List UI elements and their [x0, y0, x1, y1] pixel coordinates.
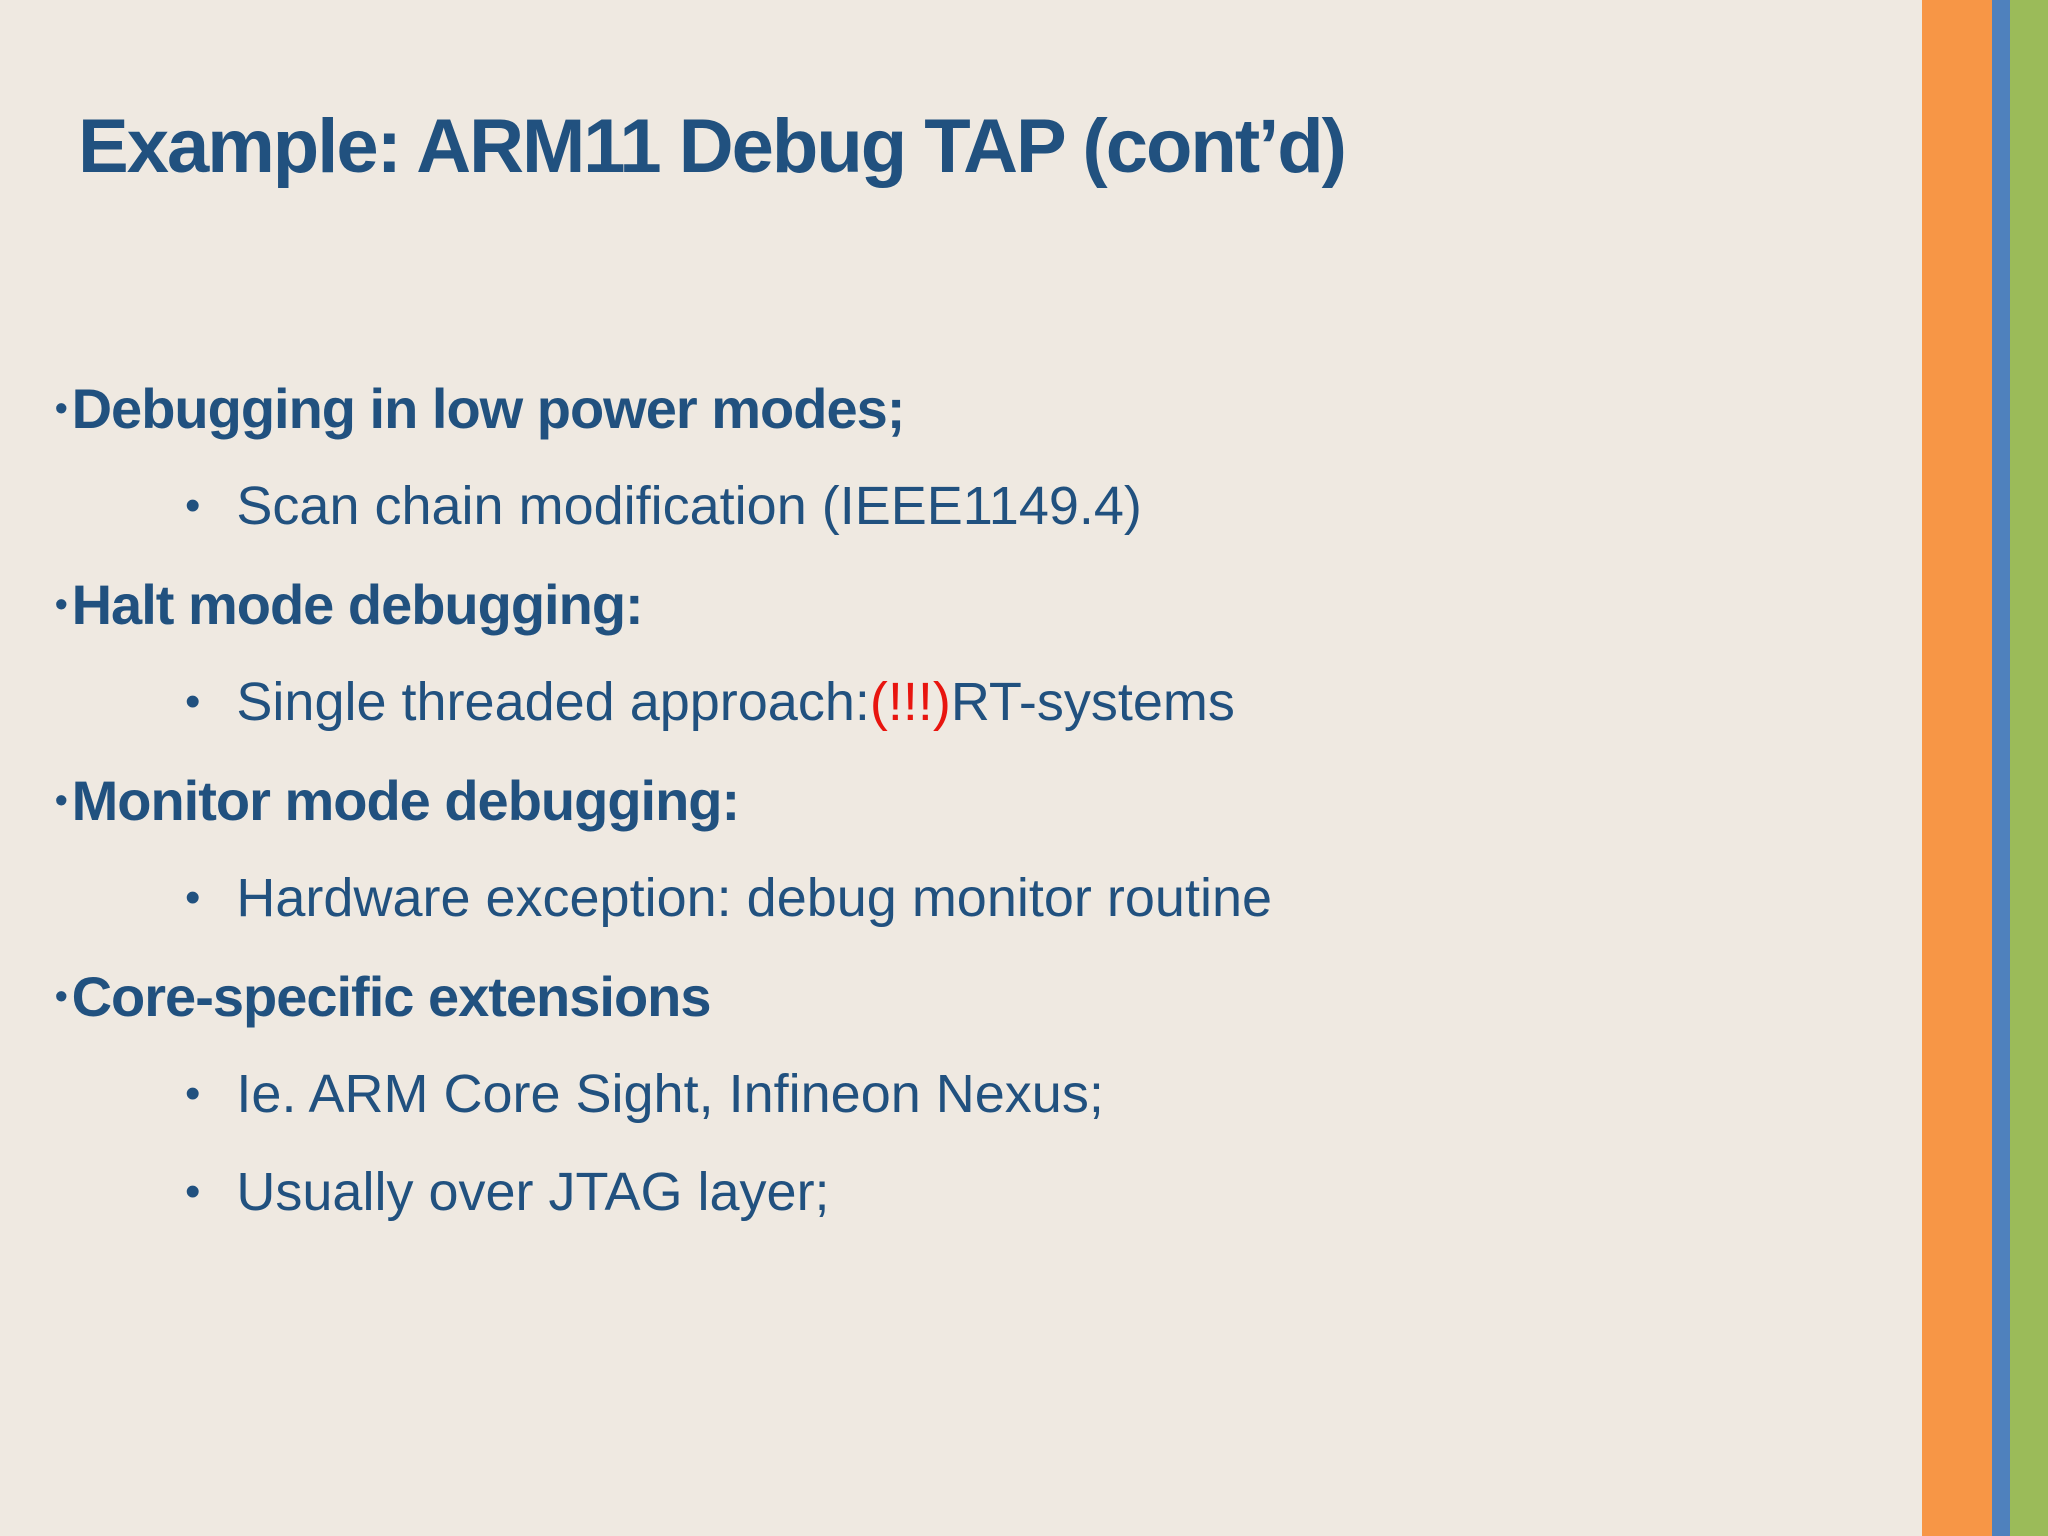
bullet-marker-icon: • — [55, 975, 68, 1016]
bullet-text: Single threaded approach: — [236, 672, 870, 732]
bullet-text: Scan chain modification (IEEE1149.4) — [236, 476, 1142, 536]
bullet-marker-icon: • — [185, 481, 201, 530]
bullet-item-level2: • Hardware exception: debug monitor rout… — [0, 849, 1880, 947]
bullet-text: Core-specific extensions — [71, 964, 712, 1028]
bullet-text-emphasis: (!!!) — [869, 672, 951, 732]
bullet-marker-icon: • — [55, 779, 68, 820]
bullet-text: Monitor mode debugging: — [71, 768, 741, 832]
bullet-item-level2: • Usually over JTAG layer; — [0, 1143, 1880, 1241]
bullet-text: Hardware exception: debug monitor routin… — [236, 868, 1273, 928]
accent-stripe-blue — [1992, 0, 2010, 1536]
bullet-marker-icon: • — [185, 873, 201, 922]
bullet-marker-icon: • — [185, 1069, 201, 1118]
bullet-item-level1: • Halt mode debugging: — [0, 555, 1880, 653]
bullet-item-level2: • Single threaded approach: (!!!) RT-sys… — [0, 653, 1880, 751]
bullet-list: • Debugging in low power modes; • Scan c… — [0, 359, 1880, 1241]
bullet-item-level1: • Monitor mode debugging: — [0, 751, 1880, 849]
bullet-text: RT-systems — [950, 672, 1235, 732]
accent-stripe-orange — [1922, 0, 1992, 1536]
bullet-text: Halt mode debugging: — [71, 572, 644, 636]
bullet-item-level1: • Debugging in low power modes; — [0, 359, 1880, 457]
bullet-marker-icon: • — [55, 583, 68, 624]
bullet-item-level2: • Ie. ARM Core Sight, Infineon Nexus; — [0, 1045, 1880, 1143]
bullet-marker-icon: • — [55, 387, 68, 428]
bullet-text: Debugging in low power modes; — [71, 376, 906, 440]
bullet-marker-icon: • — [185, 677, 201, 726]
bullet-marker-icon: • — [185, 1167, 201, 1216]
bullet-text: Usually over JTAG layer; — [236, 1162, 830, 1222]
bullet-item-level2: • Scan chain modification (IEEE1149.4) — [0, 457, 1880, 555]
bullet-item-level1: • Core-specific extensions — [0, 947, 1880, 1045]
accent-stripe-green — [2010, 0, 2048, 1536]
slide-title: Example: ARM11 Debug TAP (cont’d) — [78, 103, 1347, 189]
bullet-text: Ie. ARM Core Sight, Infineon Nexus; — [236, 1064, 1104, 1124]
